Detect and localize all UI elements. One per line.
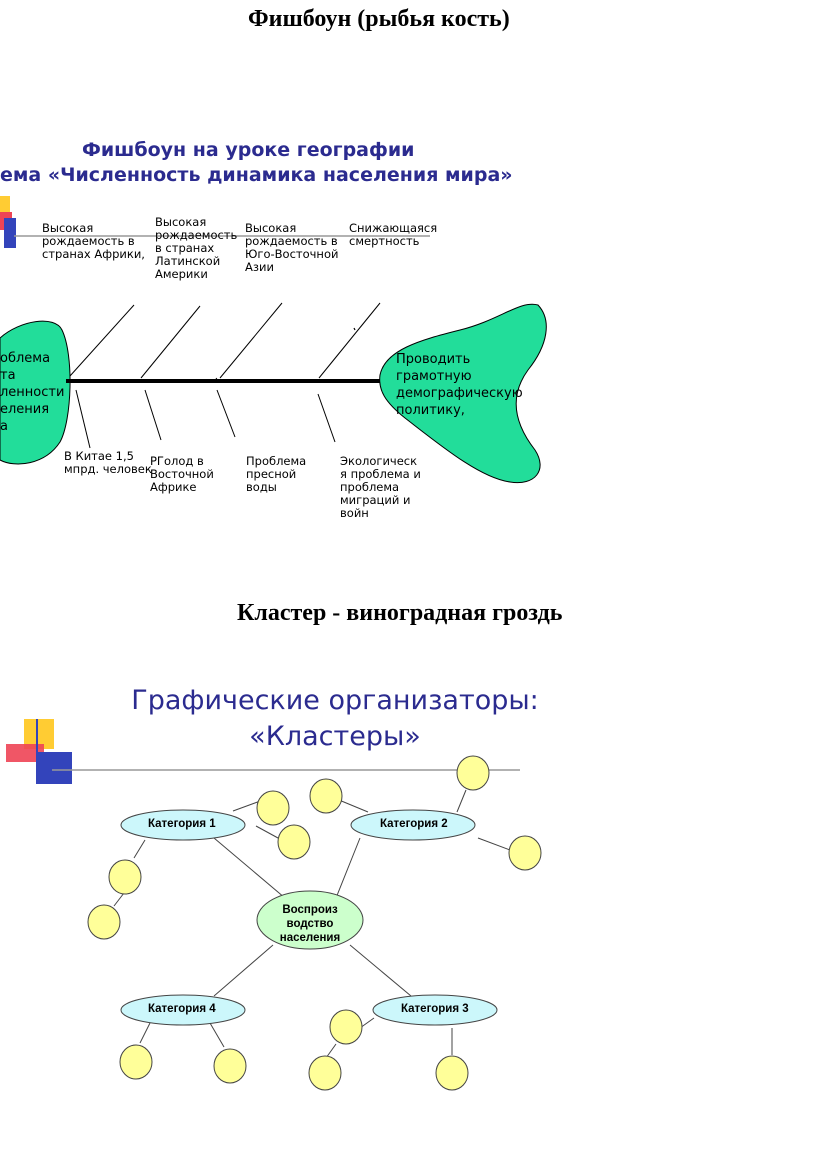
bottom-fact-china: В Китае 1,5 мпрд. человек [64,449,152,476]
fish-head-line: а [0,419,8,434]
cluster-decor-squares [6,719,72,784]
fishbone-slide-subtitle: ема «Численность динамика населения мира… [0,164,513,186]
category-1-label: Категория 1 [148,818,216,830]
fish-tail-line: грамотную [396,369,472,384]
fish-tail-line: демографическую [396,386,523,401]
category-3-oval [372,994,498,1026]
grape-cat3-lower [308,1055,342,1091]
center-node-oval [256,890,364,950]
fish-tail-text: Проводить грамотную демографическую поли… [396,351,523,419]
fish-tail-line: политику, [396,403,465,418]
grape-cat4-left [119,1044,153,1080]
bottom-fact-famine: РГолод в Восточной Африке [150,454,214,494]
fishbone-decor-squares [0,196,16,248]
grape-cat3-upper [329,1009,363,1045]
fish-head-line: облема [0,351,51,366]
grapes [87,755,542,1091]
top-cause-mortality: Снижающаяся смертность [349,221,438,248]
fish-head-line: еления [0,402,50,417]
cluster-slide-title: Графические организаторы: «Кластеры» [60,683,610,755]
top-cause-africa: Высокая рождаемость в странах Африки, [42,221,145,261]
cluster-slide-title-line1: Графические организаторы: [131,685,539,716]
fish-head-line: ленности [0,385,65,400]
category-2-label: Категория 2 [380,818,448,830]
category-3-label: Категория 3 [401,1003,469,1015]
top-cause-southeast-asia: Высокая рождаемость в Юго-Восточной Азии [245,221,339,274]
fish-tail-line: Проводить [396,352,471,367]
grape-cat1-right [277,824,311,860]
category-ovals [120,809,498,1026]
grape-cat2-top [456,755,490,791]
grape-cat1-left-upper [108,859,142,895]
fishbone-heading: Фишбоун (рыбья кость) [248,6,510,32]
cluster-slide-title-line2: «Кластеры» [249,721,421,752]
fish-head-blob [0,320,71,465]
category-2-oval [350,809,476,841]
grape-cat3-right [435,1055,469,1091]
category-4-oval [120,994,246,1026]
grape-cat1-left-lower [87,904,121,940]
grape-cat2-left [309,778,343,814]
bottom-fact-ecology: Экологическ я проблема и проблема миграц… [340,454,421,520]
fish-tail-blob [379,303,547,484]
grape-cat1-top [256,790,290,826]
fishbone-slide-title: Фишбоун на уроке географии [82,139,415,161]
top-cause-latin-america: Высокая рождаемость в странах Латинской … [155,215,238,281]
category-1-oval [120,809,246,841]
category-4-label: Категория 4 [148,1003,216,1015]
center-node-label: Воспроиз водство населения [279,904,341,944]
cluster-heading: Кластер - виноградная гроздь [237,600,563,626]
fish-head-text: облема та ленности еления а [0,350,64,435]
bottom-fact-water: Проблема пресной воды [246,454,307,494]
fish-head-line: та [0,368,16,383]
grape-cat4-right [213,1048,247,1084]
grape-cat2-right [508,835,542,871]
